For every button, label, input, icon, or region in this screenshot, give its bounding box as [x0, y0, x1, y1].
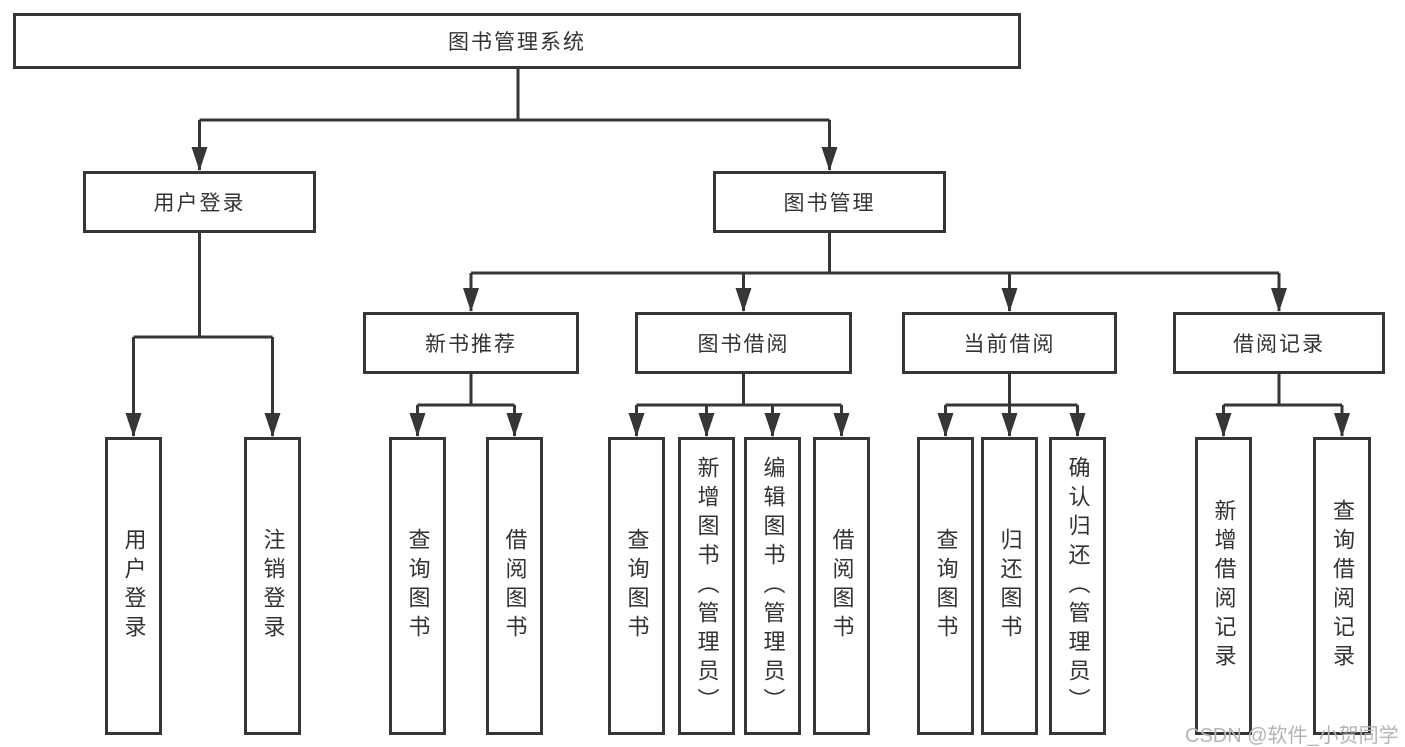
- leaf-query-books-borrowing: 查询图书: [608, 437, 665, 735]
- node-new-book-recommendation-label: 新书推荐: [425, 333, 517, 356]
- leaf-logout: 注销登录: [244, 437, 301, 735]
- leaf-edit-book-admin-label: 编辑图书（管理员）: [760, 455, 786, 717]
- node-book-management-label: 图书管理: [783, 192, 876, 215]
- node-book-borrowing-label: 图书借阅: [697, 333, 790, 356]
- leaf-edit-book-admin: 编辑图书（管理员）: [744, 437, 801, 735]
- node-root-label: 图书管理系统: [448, 31, 586, 54]
- leaf-borrow-books-recommend-label: 借阅图书: [502, 528, 528, 644]
- node-user-login-label: 用户登录: [153, 192, 246, 215]
- connector-current-borrowing-children: [937, 374, 1086, 437]
- connector-root-to-level2: [191, 69, 838, 171]
- leaf-confirm-return-admin: 确认归还（管理员）: [1049, 437, 1106, 735]
- leaf-add-book-admin-label: 新增图书（管理员）: [694, 455, 720, 717]
- leaf-user-login-label: 用户登录: [121, 528, 147, 644]
- connector-new-book-recommendation-children: [409, 374, 523, 437]
- leaf-add-book-admin: 新增图书（管理员）: [678, 437, 735, 735]
- node-root: 图书管理系统: [13, 13, 1021, 69]
- node-current-borrowing: 当前借阅: [902, 312, 1117, 374]
- leaf-query-books-current-label: 查询图书: [933, 528, 959, 644]
- leaf-query-books-borrowing-label: 查询图书: [624, 528, 650, 644]
- leaf-query-books-recommend-label: 查询图书: [405, 528, 431, 644]
- connector-book-management-children: [463, 233, 1287, 312]
- leaf-query-books-recommend: 查询图书: [389, 437, 446, 735]
- leaf-borrow-books-borrowing-label: 借阅图书: [829, 528, 855, 644]
- connector-user-login-children: [125, 233, 281, 437]
- leaf-borrow-books-borrowing: 借阅图书: [813, 437, 870, 735]
- leaf-query-borrow-record-label: 查询借阅记录: [1330, 499, 1355, 673]
- leaf-return-books: 归还图书: [981, 437, 1038, 735]
- node-book-management: 图书管理: [713, 171, 946, 233]
- leaf-logout-label: 注销登录: [260, 528, 286, 644]
- leaf-user-login: 用户登录: [105, 437, 162, 735]
- node-user-login: 用户登录: [83, 171, 316, 233]
- node-book-borrowing: 图书借阅: [635, 312, 852, 374]
- node-borrowing-records: 借阅记录: [1173, 312, 1385, 374]
- leaf-confirm-return-admin-label: 确认归还（管理员）: [1065, 455, 1091, 717]
- node-current-borrowing-label: 当前借阅: [963, 333, 1056, 356]
- watermark: CSDN @软件_小贺同学: [1185, 725, 1399, 747]
- leaf-add-borrow-record-label: 新增借阅记录: [1211, 499, 1237, 673]
- connector-borrowing-records-children: [1215, 374, 1350, 437]
- node-new-book-recommendation: 新书推荐: [363, 312, 579, 374]
- connector-book-borrowing-children: [628, 374, 850, 437]
- leaf-borrow-books-recommend: 借阅图书: [486, 437, 543, 735]
- node-borrowing-records-label: 借阅记录: [1233, 333, 1325, 356]
- leaf-query-books-current: 查询图书: [917, 437, 974, 735]
- leaf-query-borrow-record: 查询借阅记录: [1313, 437, 1371, 735]
- leaf-add-borrow-record: 新增借阅记录: [1195, 437, 1252, 735]
- leaf-return-books-label: 归还图书: [997, 528, 1023, 644]
